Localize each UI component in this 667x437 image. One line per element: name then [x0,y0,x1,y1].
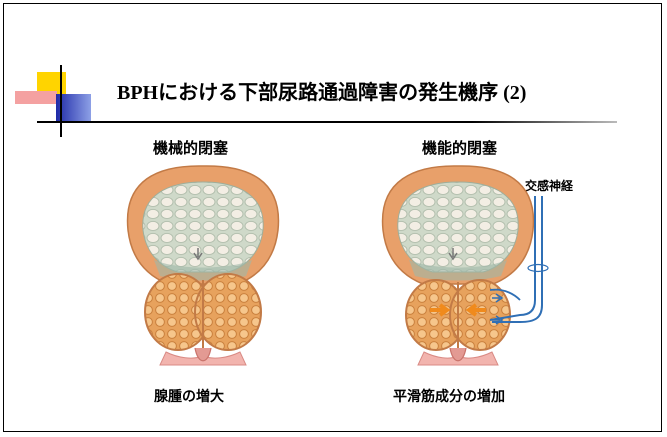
slide-title: BPHにおける下部尿路通過障害の発生機序 (2) [117,76,526,105]
right-heading: 機能的閉塞 [422,137,497,158]
right-caption: 平滑筋成分の増加 [393,386,505,406]
title-underline [37,121,617,123]
left-caption: 腺腫の増大 [154,386,224,406]
decor-vertical-line [60,65,62,137]
prostate-illustration-functional [380,160,580,370]
left-heading: 機械的閉塞 [153,137,228,158]
prostate-illustration-mechanical [118,160,288,370]
decor-red-bar [15,91,57,104]
